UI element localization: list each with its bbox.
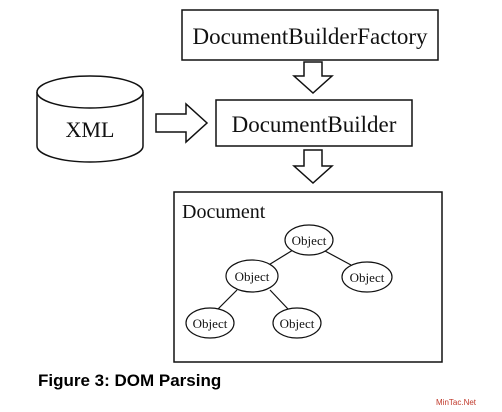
arrow-xml-to-builder <box>155 102 209 144</box>
object-tree-edges <box>217 249 352 310</box>
tree-edge <box>266 249 294 267</box>
object-node-label: Object <box>193 316 228 331</box>
document-builder-box: DocumentBuilder <box>215 99 413 147</box>
figure-caption: Figure 3: DOM Parsing <box>38 371 222 390</box>
object-node-right: Object <box>341 261 393 293</box>
watermark: MinTac.Net <box>436 398 477 407</box>
object-node-left: Object <box>225 259 279 293</box>
document-builder-label: DocumentBuilder <box>232 112 397 137</box>
object-node-left-left: Object <box>185 307 235 339</box>
tree-edge <box>269 289 289 310</box>
object-node-label: Object <box>350 270 385 285</box>
document-box: Document <box>173 191 443 363</box>
tree-edge <box>324 250 352 266</box>
object-node-left-right: Object <box>272 307 322 339</box>
object-node-label: Object <box>280 316 315 331</box>
arrow-builder-to-document <box>292 149 334 185</box>
tree-edge <box>217 289 238 310</box>
xml-label: XML <box>66 117 115 142</box>
object-node-label: Object <box>292 233 327 248</box>
xml-database-cylinder: XML <box>36 75 144 163</box>
object-node-label: Object <box>235 269 270 284</box>
document-builder-factory-label: DocumentBuilderFactory <box>192 24 428 49</box>
object-node-root: Object <box>284 224 334 256</box>
arrow-factory-to-builder <box>292 61 334 95</box>
document-label: Document <box>182 201 266 223</box>
document-builder-factory-box: DocumentBuilderFactory <box>181 9 439 61</box>
